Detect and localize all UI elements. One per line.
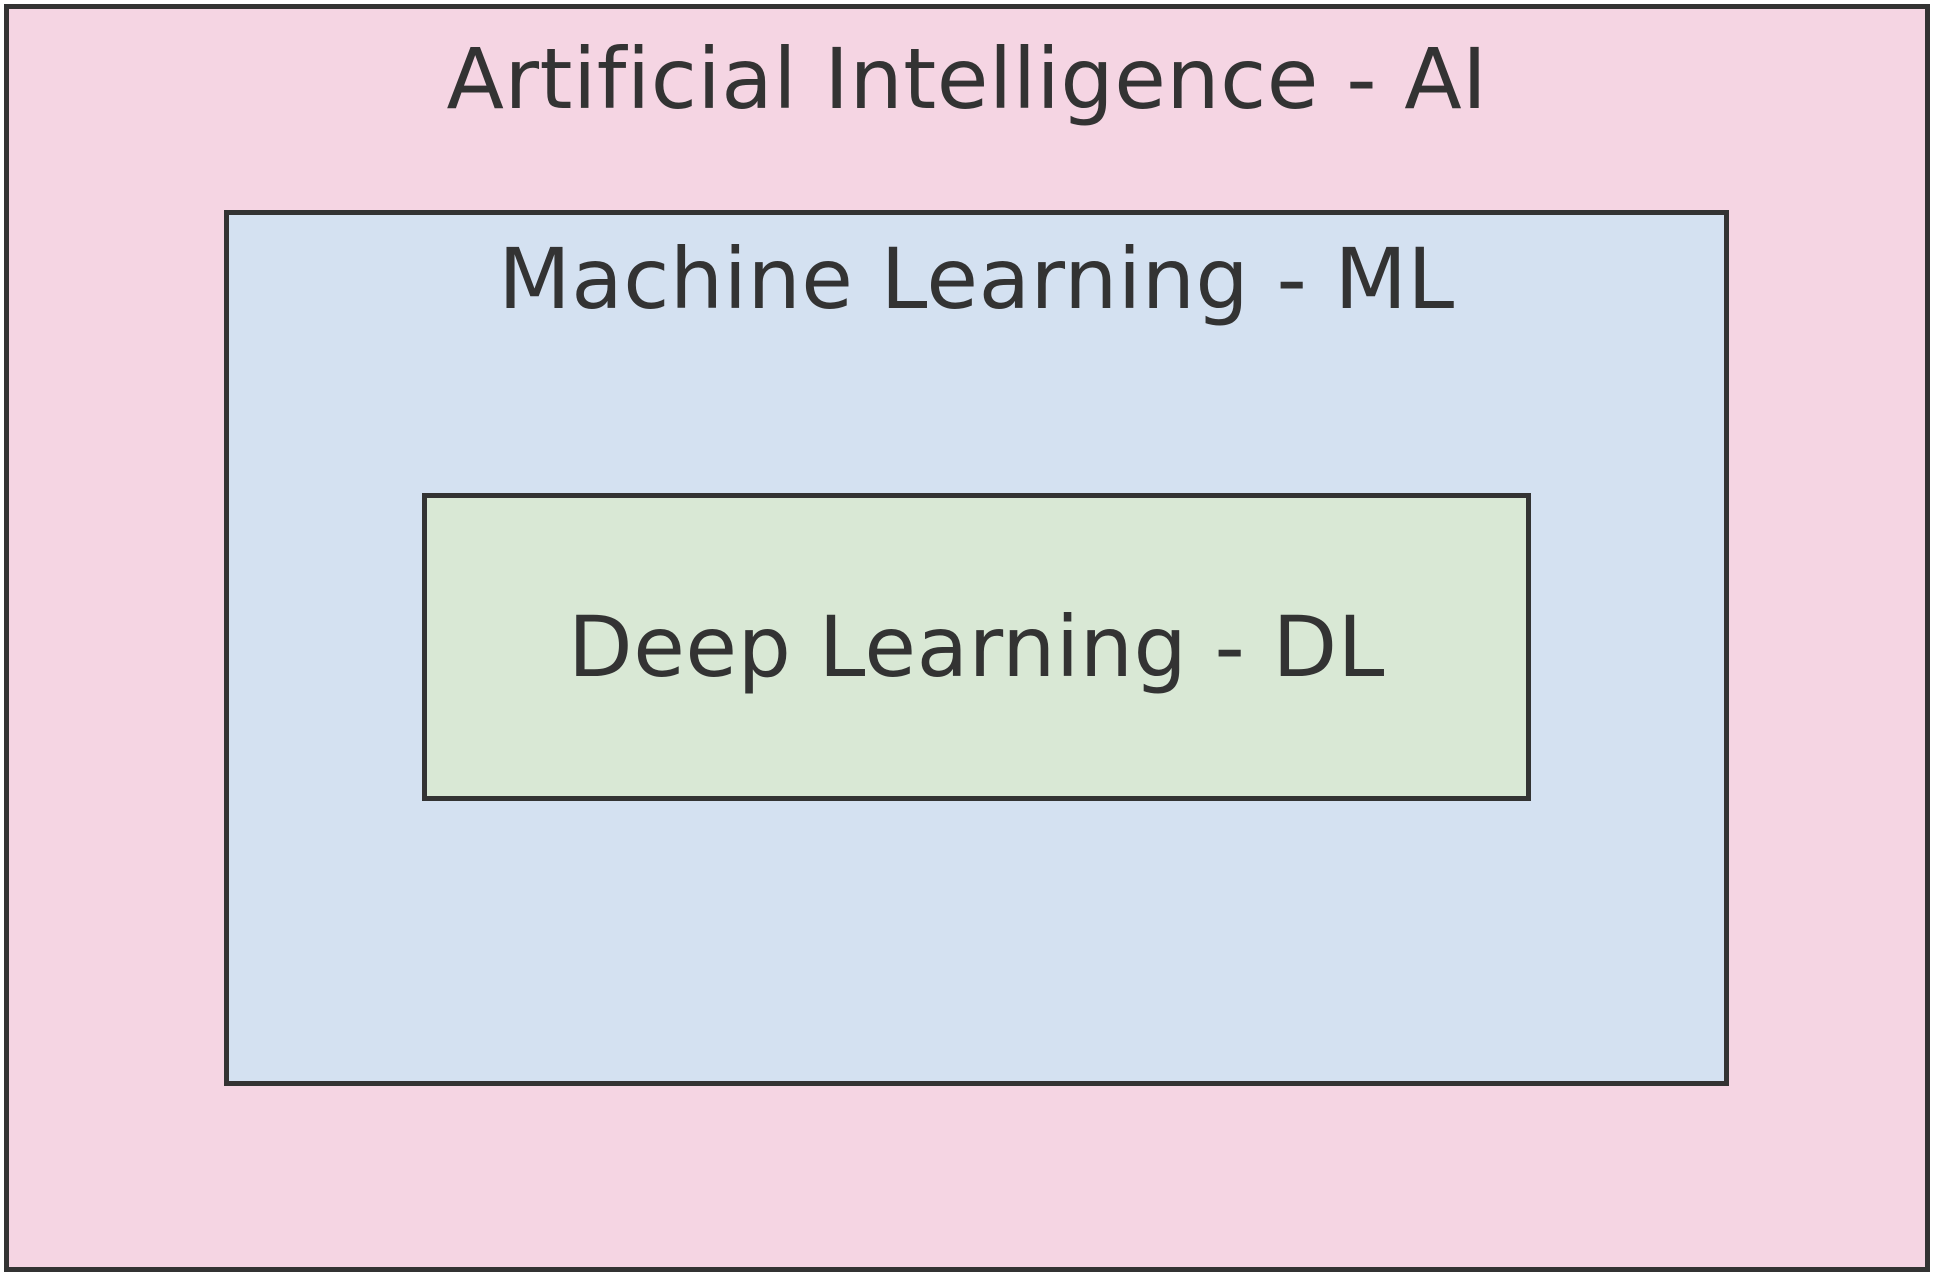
dl-label: Deep Learning - DL <box>568 598 1385 696</box>
ai-label: Artificial Intelligence - AI <box>446 30 1488 128</box>
ml-label: Machine Learning - ML <box>498 230 1455 328</box>
dl-region: Deep Learning - DL <box>422 493 1531 801</box>
ai-region: Artificial Intelligence - AI Machine Lea… <box>4 4 1930 1272</box>
